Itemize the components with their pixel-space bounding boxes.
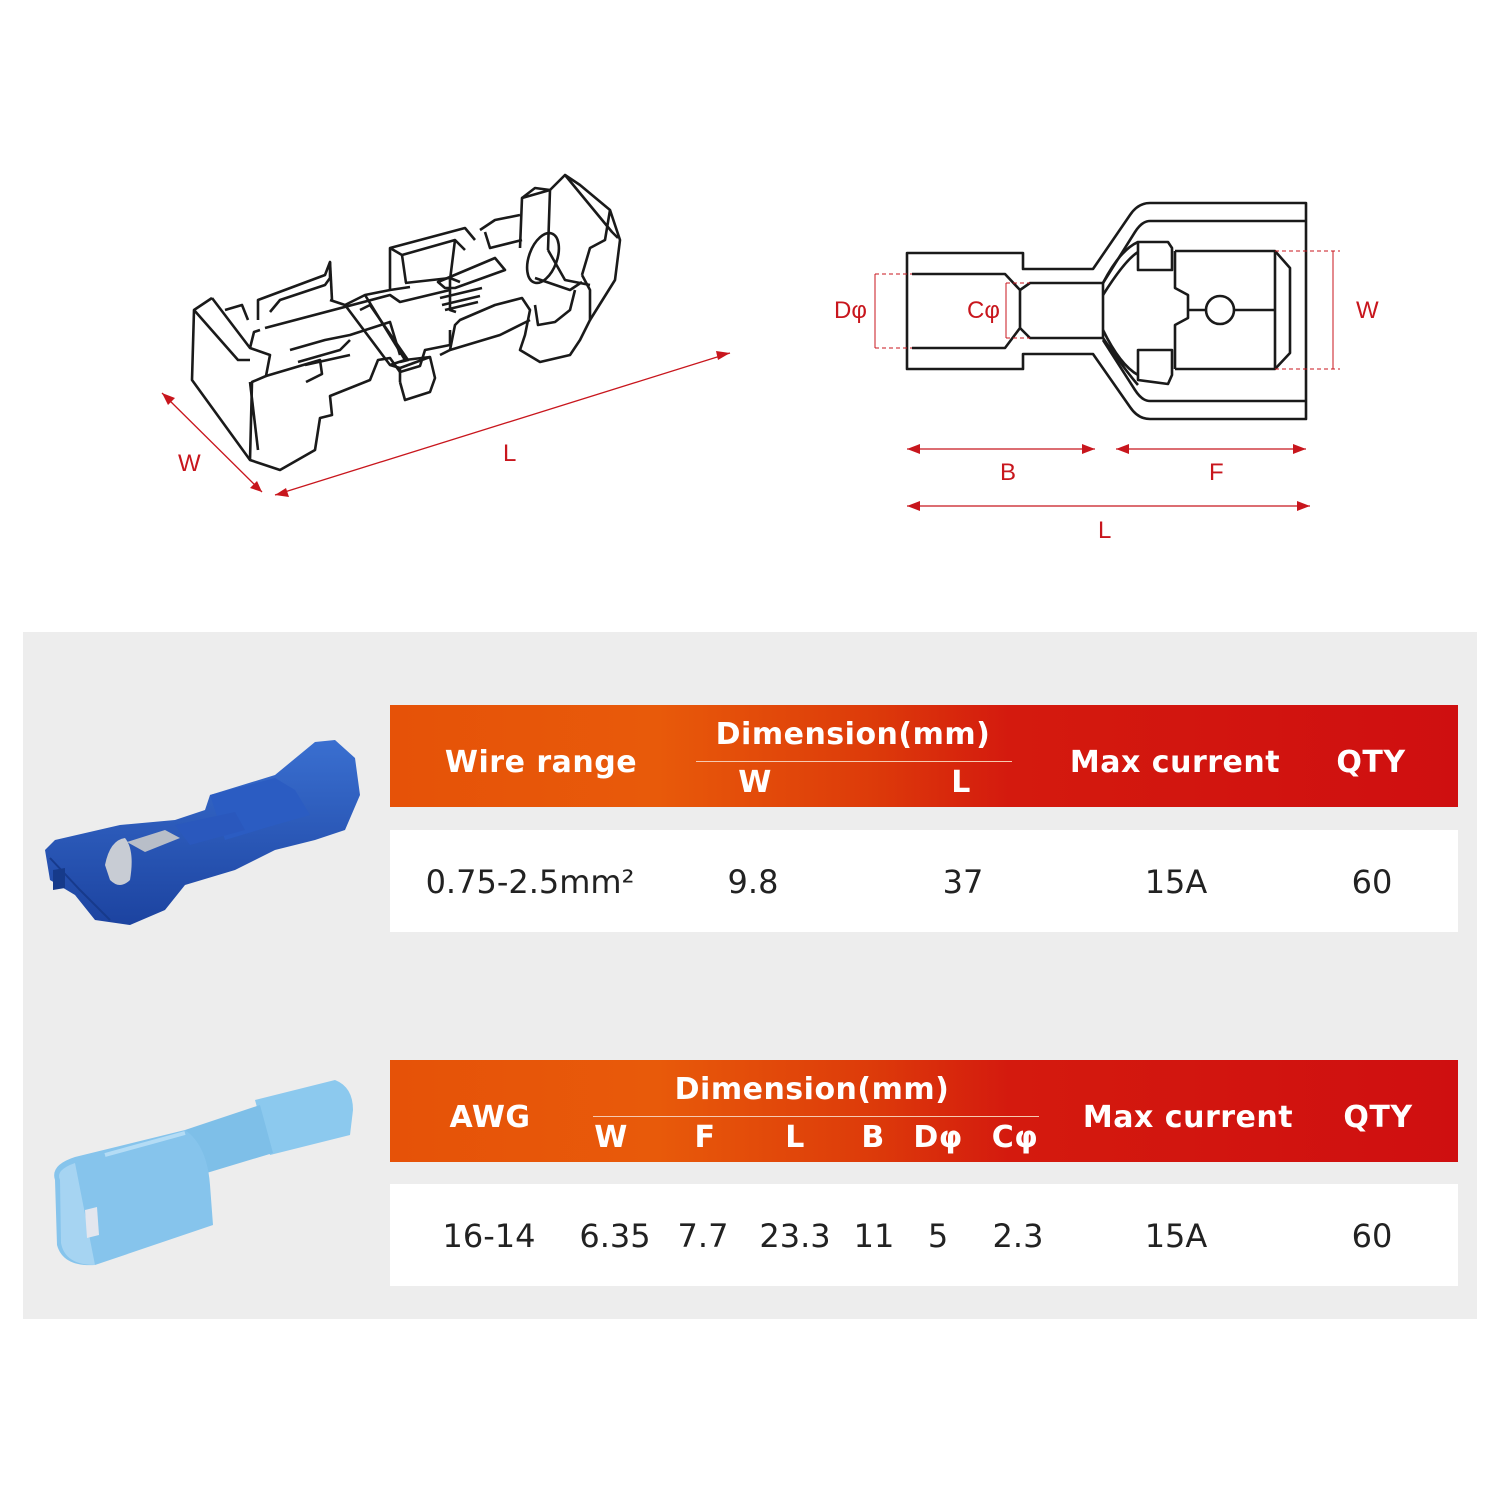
table1-l-value: 37 — [942, 863, 984, 901]
table1-header-qty: QTY — [1336, 745, 1406, 780]
table1-row: 0.75-2.5mm² 9.8 37 15A 60 — [390, 830, 1458, 932]
table1-qty-value: 60 — [1351, 863, 1393, 901]
table1-dimension-divider — [696, 761, 1012, 762]
table2-header-dimension: Dimension(mm) — [674, 1072, 950, 1107]
table2-header-w: W — [594, 1120, 628, 1155]
male-spade-terminal-photo — [35, 1075, 365, 1275]
table2-max-current-value: 15A — [1144, 1217, 1208, 1255]
table2-awg-value: 16-14 — [442, 1217, 536, 1255]
spade-length-label: L — [1098, 517, 1112, 544]
table1-header-dimension: Dimension(mm) — [715, 717, 991, 752]
spade-cphi-label: Cφ — [967, 297, 1000, 324]
table2-header: AWG Dimension(mm) W F L B Dφ Cφ Max curr… — [390, 1060, 1458, 1162]
table2-f-value: 7.7 — [677, 1217, 729, 1255]
table1-header: Wire range Dimension(mm) W L Max current… — [390, 705, 1458, 807]
spade-dphi-label: Dφ — [834, 297, 867, 324]
table2-dimension-divider — [593, 1116, 1039, 1117]
table1-header-wire-range: Wire range — [444, 745, 638, 780]
table2-header-qty: QTY — [1343, 1100, 1413, 1135]
table1-wire-range-value: 0.75-2.5mm² — [425, 863, 635, 901]
table2-qty-value: 60 — [1351, 1217, 1393, 1255]
spade-b-label: B — [1000, 459, 1017, 486]
table2-header-cphi: Cφ — [991, 1120, 1039, 1155]
table2-dphi-value: 5 — [927, 1217, 949, 1255]
table2-header-l: L — [785, 1120, 805, 1155]
table2-header-b: B — [861, 1120, 885, 1155]
spade-width-label: W — [1356, 297, 1379, 324]
tap-length-label: L — [503, 440, 517, 467]
table2-header-f: F — [694, 1120, 716, 1155]
table2-header-awg: AWG — [449, 1100, 531, 1135]
table1-max-current-value: 15A — [1144, 863, 1208, 901]
table2-l-value: 23.3 — [759, 1217, 831, 1255]
table2-header-max-current: Max current — [1082, 1100, 1294, 1135]
table2-w-value: 6.35 — [579, 1217, 651, 1255]
spade-terminal-drawing: Dφ Cφ W B F L — [820, 180, 1379, 550]
table2-header-dphi: Dφ — [913, 1120, 963, 1155]
table1-w-value: 9.8 — [727, 863, 779, 901]
spade-f-label: F — [1209, 459, 1224, 486]
table2-b-value: 11 — [853, 1217, 895, 1255]
table1-header-w: W — [738, 765, 772, 800]
table2-row: 16-14 6.35 7.7 23.3 11 5 2.3 15A 60 — [390, 1184, 1458, 1286]
table1-header-max-current: Max current — [1069, 745, 1281, 780]
table2-cphi-value: 2.3 — [992, 1217, 1044, 1255]
table1-header-l: L — [951, 765, 971, 800]
tap-connector-drawing: W L — [150, 150, 750, 530]
t-tap-connector-photo — [35, 730, 365, 930]
tap-width-label: W — [178, 450, 201, 477]
